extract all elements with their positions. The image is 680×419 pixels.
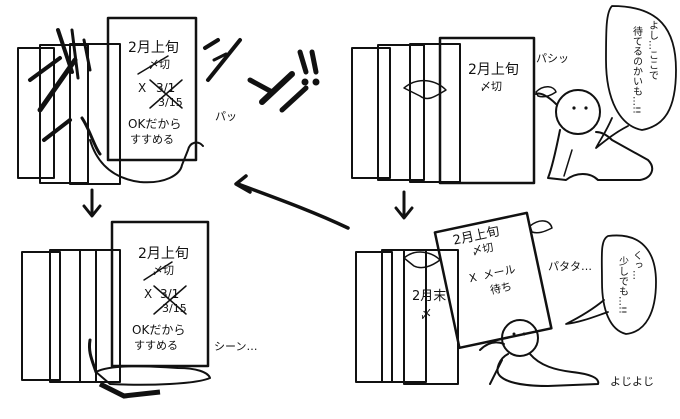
back-board	[21, 251, 61, 381]
panel-top-left: 2月上旬 〆切 X 3/1 3/15 OKだから すすめる パッ	[17, 16, 242, 185]
speech-bubble-tail	[595, 117, 629, 149]
back-board	[49, 249, 97, 383]
creature	[535, 89, 654, 181]
left-arrow-icon	[234, 174, 252, 194]
down-arrow-icon	[394, 206, 414, 220]
board-line: 2月上旬	[468, 62, 519, 78]
wing-icon	[403, 79, 447, 100]
panel-bottom-right: 2月末 〆 2月上旬 〆切 X メール 待ち パタタ… くっ… 少しでも…!! …	[355, 211, 657, 388]
strike-mark	[153, 285, 187, 315]
scratch-lines	[80, 116, 102, 156]
speech-bubble-tail	[565, 299, 609, 325]
board-line: 〆	[420, 307, 432, 321]
board-line: 3/1	[160, 287, 179, 301]
board-line: OKだから	[132, 323, 185, 337]
sfx-text: パシッ	[536, 52, 569, 65]
left-arrow-icon	[236, 182, 350, 230]
board-line: X	[468, 271, 479, 285]
speech-text: くっ…	[631, 250, 642, 280]
wing-icon	[535, 86, 557, 98]
board-line: 3/15	[162, 302, 187, 315]
deadline-board	[438, 36, 536, 185]
board-line: 待ち	[489, 279, 513, 297]
scratch-lines	[88, 338, 98, 374]
board-line: すすめる	[130, 133, 174, 146]
speech-bubble	[600, 234, 657, 335]
back-board	[355, 251, 393, 383]
back-board	[17, 47, 55, 179]
back-board	[79, 249, 121, 383]
deadline-board-lifted: 2月上旬 〆切 X メール 待ち	[433, 211, 553, 350]
sfx-text: シーン…	[214, 340, 257, 353]
board-line: 3/1	[156, 81, 175, 95]
back-board	[69, 43, 121, 185]
board-line: OKだから	[128, 117, 181, 131]
back-board	[409, 43, 461, 183]
strike-mark	[149, 79, 183, 109]
speech-text: 待てるのかいも…!!	[631, 25, 643, 114]
speech-bubble	[605, 5, 677, 131]
wing-icon	[529, 220, 553, 234]
down-arrow-icon	[82, 204, 102, 218]
panel-bottom-left: 2月上旬 〆切 X 3/1 3/15 OKだから すすめる シーン…	[21, 220, 257, 399]
impact-marks	[247, 49, 320, 113]
board-line: 3/15	[158, 96, 183, 109]
board-line: X	[144, 287, 152, 301]
speed-lines	[28, 28, 242, 142]
creature	[479, 319, 600, 387]
sfx-text: パッ	[215, 110, 237, 123]
flattened-creature	[95, 365, 211, 386]
board-line: 2月上旬	[128, 40, 179, 56]
strike-mark	[143, 261, 173, 281]
board-line: 〆切	[148, 58, 170, 71]
crushed-creature	[89, 139, 204, 184]
board-line: 〆切	[480, 80, 502, 93]
flow-arrows	[82, 174, 414, 230]
back-board	[351, 47, 391, 179]
speech-text: 少しでも…!!	[617, 256, 629, 314]
sfx-text: よじよじ	[610, 375, 654, 388]
shadow-scribble	[98, 381, 161, 399]
board-line: 〆切	[152, 264, 174, 277]
board-line: 2月末	[412, 289, 446, 304]
board-line: 〆切	[470, 241, 494, 258]
panel-top-right: 2月上旬 〆切 パシッ よし…ここで 待てるのかいも…!!	[351, 5, 677, 185]
deadline-board	[106, 16, 198, 162]
speech-text: よし…ここで	[647, 20, 659, 80]
wing-icon	[403, 251, 441, 269]
board-line: すすめる	[134, 339, 178, 352]
back-board	[377, 44, 425, 181]
board-line: メール	[482, 263, 517, 283]
sfx-text: パタタ…	[548, 260, 592, 273]
strike-mark	[137, 55, 169, 75]
deadline-board-back	[403, 249, 459, 385]
board-line: X	[138, 81, 146, 95]
board-line: 2月上旬	[138, 246, 189, 262]
